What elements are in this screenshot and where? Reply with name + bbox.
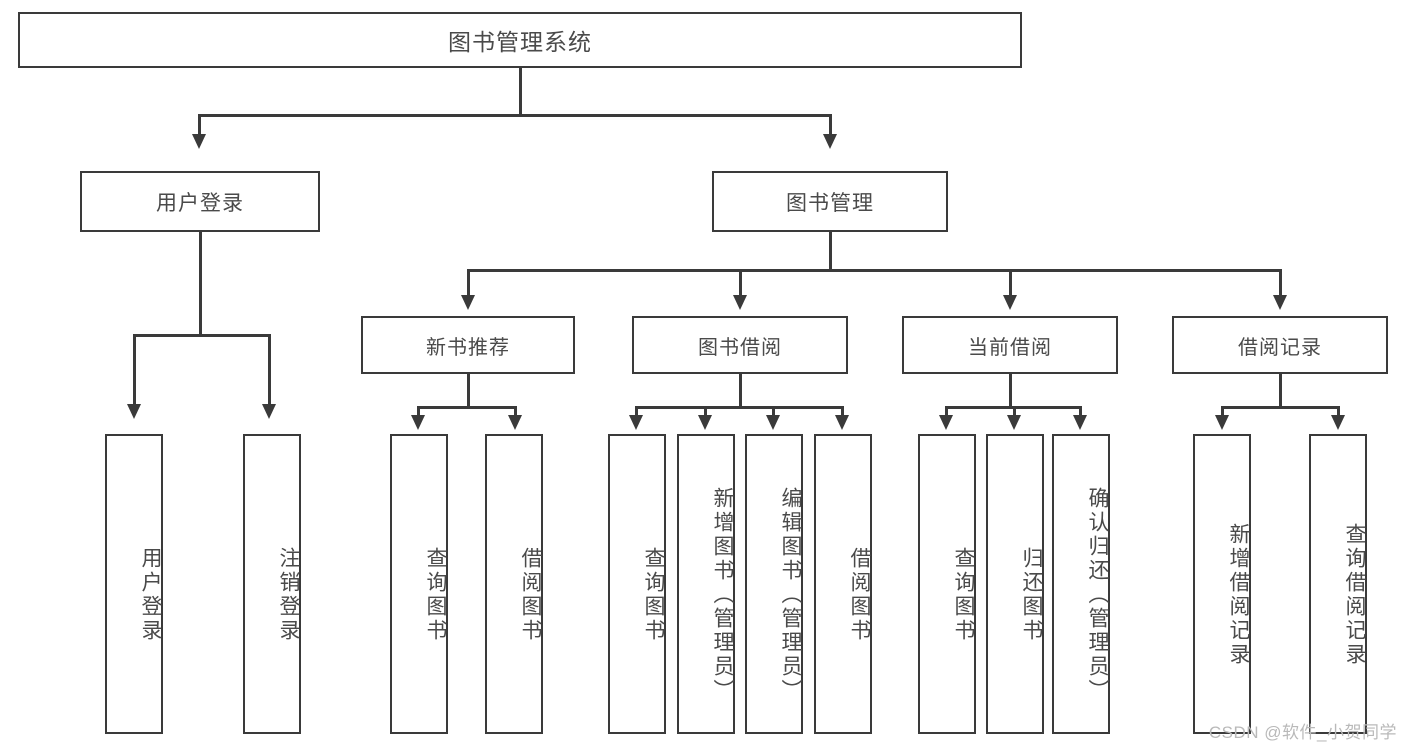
connector-br-to-leaf-1 [1221,406,1224,418]
connector-root-stem [519,68,522,116]
arrow-to-current-borrow [1003,295,1017,310]
connector-bm-to-new-book [467,269,470,297]
arrow-to-leaf-borrow-book-1 [508,415,522,430]
connector-bm-to-borrow-record [1279,269,1282,297]
leaf-borrow-book-new-recommend[interactable]: 借阅图书 [485,434,543,734]
connector-user-login-to-leaf-2 [268,334,271,406]
leaf-return-book[interactable]: 归还图书 [986,434,1044,734]
leaf-query-book-current[interactable]: 查询图书 [918,434,976,734]
arrow-to-leaf-borrow-book-2 [835,415,849,430]
arrow-to-leaf-query-book-1 [411,415,425,430]
node-label: 当前借阅 [968,336,1052,359]
node-current-borrow[interactable]: 当前借阅 [902,316,1118,374]
node-label: 归还图书 [1020,547,1043,643]
leaf-add-borrow-record[interactable]: 新增借阅记录 [1193,434,1251,734]
connector-user-login-to-leaf-1 [133,334,136,406]
arrow-to-leaf-query-book-2 [629,415,643,430]
arrow-to-leaf-confirm-return [1073,415,1087,430]
node-label: 新增图书（管理员） [711,487,734,703]
connector-bb-to-leaf-3 [772,406,775,418]
leaf-borrow-book[interactable]: 借阅图书 [814,434,872,734]
leaf-confirm-return-admin[interactable]: 确认归还（管理员） [1052,434,1110,734]
node-book-management[interactable]: 图书管理 [712,171,948,232]
node-user-login[interactable]: 用户登录 [80,171,320,232]
node-label: 注销登录 [277,547,300,643]
arrow-root-to-book-management [823,134,837,149]
connector-root-to-user-login [198,114,201,137]
node-label: 用户登录 [139,547,162,643]
arrow-to-borrow-record [1273,295,1287,310]
leaf-add-book-admin[interactable]: 新增图书（管理员） [677,434,735,734]
node-label: 新增借阅记录 [1227,523,1250,667]
node-label: 编辑图书（管理员） [779,487,802,703]
leaf-query-borrow-record[interactable]: 查询借阅记录 [1309,434,1367,734]
leaf-query-book-borrow[interactable]: 查询图书 [608,434,666,734]
node-label: 借阅图书 [848,547,871,643]
arrow-to-leaf-user-login [127,404,141,419]
connector-new-book-to-leaf-1 [417,406,420,418]
connector-book-management-bar [467,269,1279,272]
leaf-edit-book-admin[interactable]: 编辑图书（管理员） [745,434,803,734]
connector-book-management-stem [829,232,832,271]
arrow-to-new-book-recommend [461,295,475,310]
connector-bb-to-leaf-2 [704,406,707,418]
node-label: 查询图书 [424,547,447,643]
node-label: 图书管理系统 [448,29,592,55]
connector-borrow-record-bar [1221,406,1339,409]
node-book-borrow[interactable]: 图书借阅 [632,316,848,374]
arrow-to-leaf-edit-book [766,415,780,430]
connector-user-login-bar [133,334,268,337]
arrow-to-leaf-return-book [1007,415,1021,430]
connector-br-to-leaf-2 [1337,406,1340,418]
connector-book-borrow-stem [739,374,742,408]
node-root-book-management-system[interactable]: 图书管理系统 [18,12,1022,68]
arrow-to-leaf-query-borrow-record [1331,415,1345,430]
connector-root-bar [198,114,831,117]
connector-user-login-stem [199,232,202,336]
node-label: 用户登录 [156,191,244,215]
connector-new-book-stem [467,374,470,408]
node-label: 查询图书 [642,547,665,643]
arrow-to-leaf-logout [262,404,276,419]
connector-bm-to-current-borrow [1009,269,1012,297]
leaf-query-book-new-recommend[interactable]: 查询图书 [390,434,448,734]
connector-cb-to-leaf-1 [945,406,948,418]
node-label: 新书推荐 [426,336,510,359]
node-label: 查询图书 [952,547,975,643]
node-label: 确认归还（管理员） [1086,487,1109,703]
arrow-to-book-borrow [733,295,747,310]
node-label: 借阅记录 [1238,336,1322,359]
arrow-root-to-user-login [192,134,206,149]
connector-borrow-record-stem [1279,374,1282,408]
connector-cb-to-leaf-3 [1079,406,1082,418]
leaf-logout[interactable]: 注销登录 [243,434,301,734]
node-new-book-recommend[interactable]: 新书推荐 [361,316,575,374]
connector-new-book-to-leaf-2 [514,406,517,418]
node-label: 借阅图书 [519,547,542,643]
node-label: 查询借阅记录 [1343,523,1366,667]
leaf-user-login[interactable]: 用户登录 [105,434,163,734]
connector-book-borrow-bar [635,406,843,409]
arrow-to-leaf-add-book [698,415,712,430]
node-borrow-record[interactable]: 借阅记录 [1172,316,1388,374]
connector-bm-to-book-borrow [739,269,742,297]
connector-root-to-book-management [829,114,832,137]
connector-new-book-bar [417,406,517,409]
connector-bb-to-leaf-1 [635,406,638,418]
connector-bb-to-leaf-4 [841,406,844,418]
node-label: 图书借阅 [698,336,782,359]
node-label: 图书管理 [786,191,874,215]
arrow-to-leaf-add-borrow-record [1215,415,1229,430]
connector-cb-to-leaf-2 [1013,406,1016,418]
arrow-to-leaf-query-book-3 [939,415,953,430]
connector-current-borrow-stem [1009,374,1012,408]
